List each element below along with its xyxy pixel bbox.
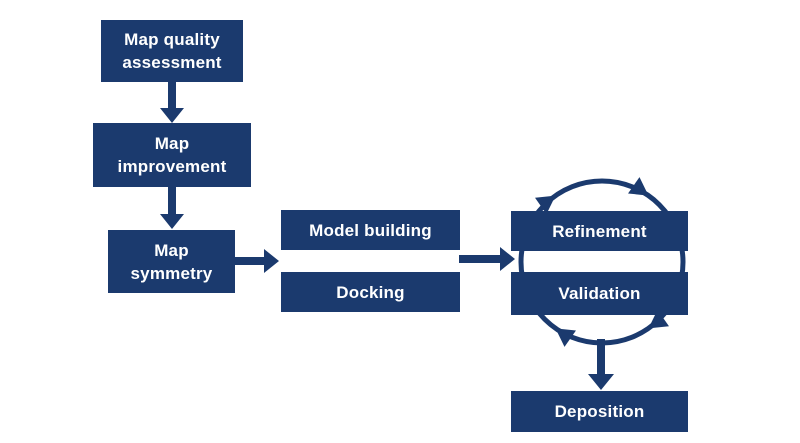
cycle-arrowhead-icon — [648, 309, 669, 329]
node-map-quality-assessment: Map quality assessment — [101, 20, 243, 82]
node-map-symmetry: Map symmetry — [108, 230, 235, 293]
node-map-improvement: Map improvement — [93, 123, 251, 187]
arrow-map-quality-to-map-improvement-icon — [160, 82, 184, 123]
arrow-map-improvement-to-map-symmetry-icon — [160, 187, 184, 229]
node-label: Docking — [336, 282, 405, 302]
node-label: Deposition — [554, 402, 645, 421]
node-label: Map — [154, 240, 189, 260]
node-label: Refinement — [552, 221, 647, 241]
node-deposition: Deposition — [511, 391, 688, 432]
node-docking: Docking — [281, 272, 460, 312]
node-refinement: Refinement — [511, 211, 688, 251]
node-label: Model building — [309, 220, 432, 240]
node-label: Map — [154, 134, 190, 153]
arrow-cycle-to-deposition-icon — [588, 339, 614, 390]
cycle-arrowhead-icon — [628, 177, 649, 196]
arrow-map-symmetry-to-model-building-icon — [235, 249, 279, 273]
node-label: symmetry — [130, 263, 213, 283]
node-label: assessment — [122, 53, 222, 72]
refinement-validation-cycle-arrows — [518, 177, 686, 347]
node-label: Validation — [558, 284, 641, 303]
cycle-arrowhead-icon — [555, 328, 576, 347]
node-label: Map quality — [124, 30, 220, 49]
node-label: improvement — [117, 157, 227, 176]
cycle-arrowhead-icon — [535, 195, 556, 215]
node-validation: Validation — [511, 272, 688, 315]
arrow-model-building-to-refinement-icon — [459, 247, 515, 271]
node-model-building: Model building — [281, 210, 460, 250]
